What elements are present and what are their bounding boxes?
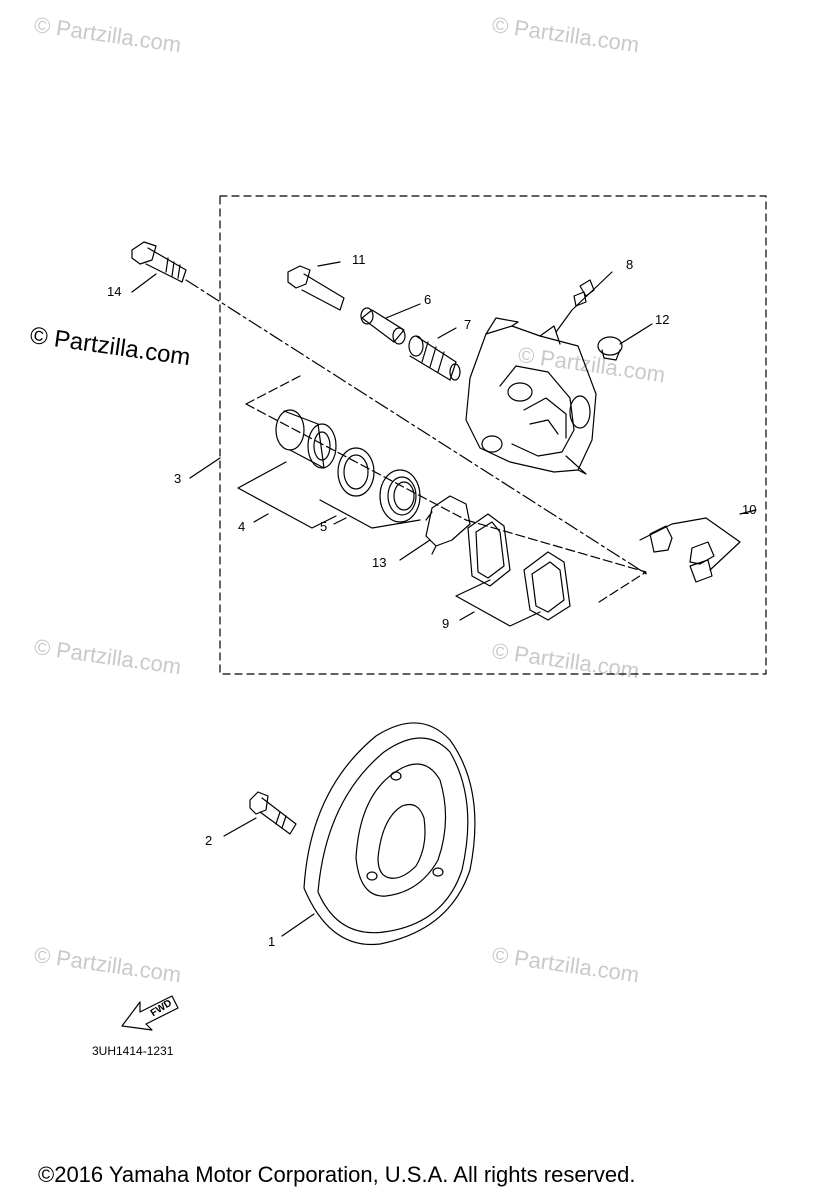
brake-disc-1 — [303, 722, 476, 946]
callout-13: 13 — [372, 555, 387, 570]
brake-pad-a — [467, 513, 511, 587]
bolt-11 — [287, 265, 345, 311]
leader-4 — [253, 513, 269, 523]
leader-1 — [281, 913, 315, 937]
bleed-screw-8 — [573, 279, 595, 307]
bracket-9 — [455, 579, 541, 627]
seal-bracket-line — [245, 375, 647, 605]
callout-10: 10 — [742, 502, 757, 517]
disc-bolt-2 — [249, 791, 297, 835]
caliper-assembly-box — [219, 195, 767, 675]
callout-6: 6 — [424, 292, 432, 307]
boot-7 — [408, 335, 461, 381]
bracket-10 — [639, 517, 741, 571]
bracket-5 — [319, 499, 421, 529]
callout-12: 12 — [655, 312, 670, 327]
piston-seal — [337, 447, 375, 497]
leader-10 — [739, 509, 757, 515]
leader-2 — [223, 817, 257, 837]
callout-3: 3 — [174, 471, 182, 486]
brake-pad-b — [523, 551, 571, 621]
callout-11: 11 — [352, 252, 366, 267]
copyright-notice: ©2016 Yamaha Motor Corporation, U.S.A. A… — [38, 1162, 636, 1187]
leader-13 — [399, 539, 431, 561]
leader-3 — [189, 457, 221, 479]
sleeve-6 — [360, 307, 406, 345]
leader-14 — [131, 273, 157, 293]
leader-9 — [459, 611, 475, 621]
callout-7: 7 — [464, 317, 472, 332]
piston-4 — [275, 409, 337, 469]
leader-8 — [555, 271, 613, 333]
callout-2: 2 — [205, 833, 213, 848]
bracket-4 — [237, 461, 337, 529]
leader-7 — [437, 327, 457, 339]
diagram-code: 3UH1414-1231 — [92, 1044, 174, 1058]
callout-8: 8 — [626, 257, 634, 272]
leader-6 — [385, 303, 421, 319]
callout-14: 14 — [107, 284, 122, 299]
leader-11 — [317, 261, 341, 267]
leader-5 — [333, 517, 347, 525]
pad-clips-10 — [649, 525, 715, 583]
bolt-14 — [131, 241, 187, 283]
callout-9: 9 — [442, 616, 450, 631]
pad-shim-13 — [425, 495, 471, 555]
callout-4: 4 — [238, 519, 246, 534]
fwd-arrow-icon — [121, 995, 179, 1031]
dust-seal — [379, 469, 421, 523]
leader-12 — [619, 323, 653, 345]
callout-5: 5 — [320, 519, 328, 534]
cap-12 — [597, 336, 623, 361]
assembly-axis-line — [185, 279, 649, 576]
callout-1: 1 — [268, 934, 276, 949]
caliper-body — [465, 317, 597, 475]
